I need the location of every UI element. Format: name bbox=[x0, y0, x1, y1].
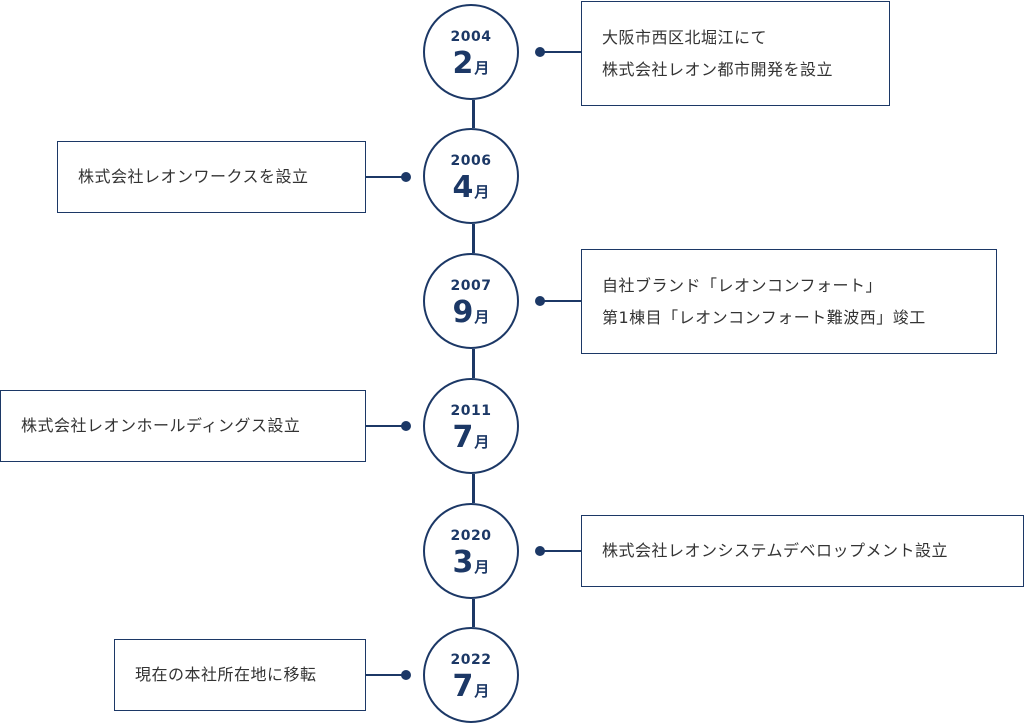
timeline-dot bbox=[401, 172, 411, 182]
timeline-dot bbox=[401, 670, 411, 680]
timeline-connector bbox=[366, 176, 406, 178]
event-description-line: 現在の本社所在地に移転 bbox=[135, 665, 317, 684]
event-month: 9月 bbox=[425, 296, 517, 334]
event-description-line: 自社ブランド「レオンコンフォート」 bbox=[602, 275, 883, 295]
timeline-date-circle: 2006 4月 bbox=[423, 128, 519, 224]
event-month: 7月 bbox=[425, 421, 517, 459]
event-month-number: 7 bbox=[452, 669, 474, 704]
timeline-dot bbox=[401, 421, 411, 431]
event-description-line: 株式会社レオンワークスを設立 bbox=[78, 167, 309, 186]
event-year: 2011 bbox=[450, 403, 492, 419]
event-description: 大阪市西区北堀江にて 株式会社レオン都市開発を設立 bbox=[581, 1, 890, 106]
event-description-line: 株式会社レオン都市開発を設立 bbox=[602, 59, 834, 79]
timeline-line bbox=[472, 100, 475, 128]
event-month-unit: 月 bbox=[474, 558, 490, 576]
event-month-number: 7 bbox=[452, 420, 474, 455]
timeline-date-circle: 2004 2月 bbox=[423, 4, 519, 100]
event-description-line: 大阪市西区北堀江にて bbox=[602, 27, 768, 47]
event-description: 株式会社レオンホールディングス設立 bbox=[0, 390, 366, 462]
event-description: 株式会社レオンワークスを設立 bbox=[57, 141, 366, 213]
event-month-unit: 月 bbox=[474, 433, 490, 451]
timeline-date-circle: 2011 7月 bbox=[423, 378, 519, 474]
event-month-unit: 月 bbox=[474, 59, 490, 77]
timeline-connector bbox=[366, 674, 406, 676]
event-description: 現在の本社所在地に移転 bbox=[114, 639, 366, 711]
event-month-number: 4 bbox=[452, 170, 474, 205]
timeline-line bbox=[472, 224, 475, 253]
event-year: 2020 bbox=[450, 528, 492, 544]
event-month-number: 9 bbox=[452, 295, 474, 330]
event-description: 自社ブランド「レオンコンフォート」 第1棟目「レオンコンフォート難波西」竣工 bbox=[581, 249, 997, 354]
event-month-unit: 月 bbox=[474, 183, 490, 201]
timeline-line bbox=[472, 474, 475, 503]
event-month-number: 2 bbox=[452, 46, 474, 81]
event-year: 2007 bbox=[450, 278, 492, 294]
event-description-line: 株式会社レオンシステムデベロップメント設立 bbox=[602, 541, 949, 560]
event-month-number: 3 bbox=[452, 545, 474, 580]
timeline-date-circle: 2007 9月 bbox=[423, 253, 519, 349]
timeline-connector bbox=[540, 300, 582, 302]
timeline-connector bbox=[540, 51, 582, 53]
timeline-date-circle: 2020 3月 bbox=[423, 503, 519, 599]
event-description-line: 第1棟目「レオンコンフォート難波西」竣工 bbox=[602, 307, 926, 327]
event-month: 3月 bbox=[425, 546, 517, 584]
timeline-line bbox=[472, 599, 475, 627]
event-description: 株式会社レオンシステムデベロップメント設立 bbox=[581, 515, 1024, 587]
event-month: 7月 bbox=[425, 670, 517, 708]
event-year: 2006 bbox=[450, 153, 492, 169]
event-description-line: 株式会社レオンホールディングス設立 bbox=[21, 416, 301, 435]
event-month-unit: 月 bbox=[474, 682, 490, 700]
event-year: 2022 bbox=[450, 652, 492, 668]
event-month-unit: 月 bbox=[474, 308, 490, 326]
event-year: 2004 bbox=[450, 29, 492, 45]
event-month: 2月 bbox=[425, 47, 517, 85]
event-month: 4月 bbox=[425, 171, 517, 209]
timeline-line bbox=[472, 349, 475, 378]
timeline-date-circle: 2022 7月 bbox=[423, 627, 519, 723]
timeline-connector bbox=[540, 550, 582, 552]
timeline-connector bbox=[366, 425, 406, 427]
